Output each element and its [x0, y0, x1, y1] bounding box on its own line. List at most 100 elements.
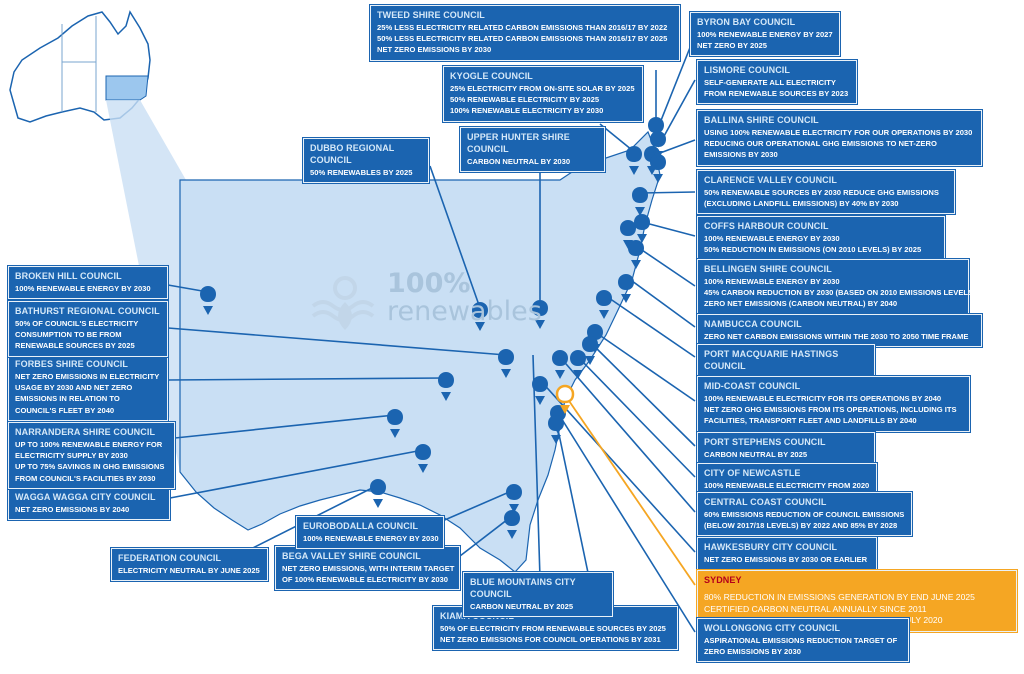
council-box-broken-hill: BROKEN HILL COUNCIL 100% RENEWABLE ENERG…	[8, 266, 168, 300]
pin	[628, 240, 644, 256]
council-target: NET ZERO EMISSIONS FOR COUNCIL OPERATION…	[440, 635, 661, 645]
council-target: 100% RENEWABLE ENERGY BY 2030	[704, 277, 840, 286]
council-target: 50% OF COUNCIL'S ELECTRICITY	[15, 319, 139, 328]
pin	[532, 300, 548, 316]
sydney-leader	[564, 394, 696, 586]
council-title: FEDERATION COUNCIL	[118, 553, 222, 563]
council-target: 100% RENEWABLE ENERGY BY 2027	[697, 30, 833, 39]
council-title: EUROBODALLA COUNCIL	[303, 521, 419, 531]
logo-text-renewables: renewables	[387, 296, 542, 327]
council-target: NET ZERO EMISSIONS IN ELECTRICITY	[15, 372, 160, 381]
council-title: BELLINGEN SHIRE COUNCIL	[704, 264, 832, 274]
council-target: (EXCLUDING LANDFILL EMISSIONS) BY 40% BY…	[704, 199, 899, 209]
council-box-kyogle: KYOGLE COUNCIL 25% ELECTRICITY FROM ON-S…	[443, 66, 643, 122]
logo-sun-wave-icon	[311, 276, 375, 330]
pin	[415, 444, 431, 460]
pin	[506, 484, 522, 500]
council-target: NET ZERO GHG EMISSIONS FROM ITS OPERATIO…	[704, 405, 957, 415]
council-target: 50% LESS ELECTRICITY RELATED CARBON EMIS…	[377, 34, 668, 44]
council-title: UPPER HUNTER SHIRE COUNCIL	[467, 132, 570, 154]
pin	[596, 290, 612, 306]
council-title: COFFS HARBOUR COUNCIL	[704, 221, 829, 231]
council-target: 100% RENEWABLE ENERGY BY 2030	[303, 534, 439, 543]
council-target: 100% RENEWABLE ELECTRICITY BY 2030	[450, 106, 604, 116]
council-target: 50% REDUCTION IN EMISSIONS (ON 2010 LEVE…	[704, 245, 922, 255]
council-target: NET ZERO EMISSIONS BY 2030 OR EARLIER	[704, 555, 868, 564]
city-target: 80% REDUCTION IN EMISSIONS GENERATION BY…	[704, 592, 975, 602]
council-target: 25% LESS ELECTRICITY RELATED CARBON EMIS…	[377, 23, 668, 32]
city-target: CERTIFIED CARBON NEUTRAL ANNUALLY SINCE …	[704, 603, 927, 614]
renewables-logo: 100% renewables	[305, 268, 542, 337]
council-target: FROM RENEWABLE SOURCES BY 2023	[704, 89, 849, 99]
council-title: PORT MACQUARIE HASTINGS COUNCIL	[704, 349, 839, 371]
council-target: NET ZERO EMISSIONS BY 2040	[15, 505, 130, 514]
council-box-wollongong: WOLLONGONG CITY COUNCIL ASPIRATIONAL EMI…	[697, 618, 909, 663]
pin	[620, 220, 636, 236]
council-title: TWEED SHIRE COUNCIL	[377, 10, 485, 20]
council-target: RENEWABLE SOURCES BY 2025	[15, 341, 135, 351]
council-title: WAGGA WAGGA CITY COUNCIL	[15, 492, 156, 502]
council-title: HAWKESBURY CITY COUNCIL	[704, 542, 838, 552]
pin	[438, 372, 454, 388]
council-target: NET ZERO BY 2025	[697, 41, 767, 51]
pin	[634, 214, 650, 230]
council-title: PORT STEPHENS COUNCIL	[704, 437, 826, 447]
council-box-hawkesbury: HAWKESBURY CITY COUNCIL NET ZERO EMISSIO…	[697, 537, 877, 571]
council-title: CITY OF NEWCASTLE	[704, 468, 801, 478]
council-box-ballina: BALLINA SHIRE COUNCIL USING 100% RENEWAB…	[697, 110, 982, 166]
nsw-highlight	[105, 75, 149, 101]
council-box-eurobodalla: EUROBODALLA COUNCIL 100% RENEWABLE ENERG…	[296, 516, 444, 550]
council-target: USING 100% RENEWABLE ELECTRICITY FOR OUR…	[704, 128, 973, 137]
council-target: CONSUMPTION TO BE FROM	[15, 330, 122, 340]
sydney-pin	[555, 384, 575, 414]
council-box-mid-coast: MID-COAST COUNCIL 100% RENEWABLE ELECTRI…	[697, 376, 970, 432]
council-title: NAMBUCCA COUNCIL	[704, 319, 802, 329]
logo-text-100: 100%	[387, 268, 471, 299]
council-title: BLUE MOUNTAINS CITY COUNCIL	[470, 577, 576, 599]
council-target: 50% RENEWABLE SOURCES BY 2030 REDUCE GHG…	[704, 188, 939, 197]
australia-state-borders	[61, 16, 148, 112]
pin	[472, 302, 488, 318]
council-box-upper-hunter: UPPER HUNTER SHIRE COUNCIL CARBON NEUTRA…	[460, 127, 605, 173]
council-target: NET ZERO EMISSIONS, WITH INTERIM TARGET	[282, 564, 455, 573]
council-box-blue-mountains: BLUE MOUNTAINS CITY COUNCIL CARBON NEUTR…	[463, 572, 613, 618]
council-target: 50% RENEWABLES BY 2025	[310, 168, 413, 177]
council-target: 50% OF ELECTRICITY FROM RENEWABLE SOURCE…	[440, 624, 666, 633]
council-box-tweed: TWEED SHIRE COUNCIL 25% LESS ELECTRICITY…	[370, 5, 680, 61]
council-box-bega: BEGA VALLEY SHIRE COUNCIL NET ZERO EMISS…	[275, 546, 460, 591]
pin	[648, 117, 664, 133]
pin	[532, 376, 548, 392]
council-title: BALLINA SHIRE COUNCIL	[704, 115, 819, 125]
council-target: UP TO 75% SAVINGS IN GHG EMISSIONS	[15, 462, 165, 472]
pin	[552, 350, 568, 366]
council-target: 25% ELECTRICITY FROM ON-SITE SOLAR BY 20…	[450, 84, 635, 93]
council-title: BYRON BAY COUNCIL	[697, 17, 796, 27]
council-box-newcastle: CITY OF NEWCASTLE 100% RENEWABLE ELECTRI…	[697, 463, 877, 497]
council-target: 45% CARBON REDUCTION BY 2030 (BASED ON 2…	[704, 288, 976, 298]
council-box-coffs: COFFS HARBOUR COUNCIL 100% RENEWABLE ENE…	[697, 216, 945, 261]
council-title: BROKEN HILL COUNCIL	[15, 271, 122, 281]
council-box-lismore: LISMORE COUNCIL SELF-GENERATE ALL ELECTR…	[697, 60, 857, 105]
pin	[370, 479, 386, 495]
council-target: ZERO NET EMISSIONS (CARBON NEUTRAL) BY 2…	[704, 299, 898, 309]
pin	[387, 409, 403, 425]
pin	[632, 187, 648, 203]
council-box-narrandera: NARRANDERA SHIRE COUNCIL UP TO 100% RENE…	[8, 422, 175, 489]
council-target: ELECTRICITY NEUTRAL BY JUNE 2025	[118, 566, 260, 575]
council-title: BATHURST REGIONAL COUNCIL	[15, 306, 160, 316]
council-target: 100% RENEWABLE ENERGY BY 2030	[15, 284, 151, 293]
council-box-forbes: FORBES SHIRE COUNCIL NET ZERO EMISSIONS …	[8, 354, 168, 421]
council-target: FROM COUNCIL'S FACILITIES BY 2030	[15, 473, 156, 483]
council-title: CLARENCE VALLEY COUNCIL	[704, 175, 837, 185]
pin-heads	[203, 137, 663, 539]
council-target: COUNCIL'S FLEET BY 2040	[15, 405, 115, 415]
council-title: FORBES SHIRE COUNCIL	[15, 359, 129, 369]
council-title: KYOGLE COUNCIL	[450, 71, 533, 81]
council-target: USAGE BY 2030 AND NET ZERO	[15, 383, 133, 393]
council-box-byron: BYRON BAY COUNCIL 100% RENEWABLE ENERGY …	[690, 12, 840, 57]
council-target: UP TO 100% RENEWABLE ENERGY FOR	[15, 440, 163, 449]
nsw-state-shape	[179, 130, 661, 573]
council-title: LISMORE COUNCIL	[704, 65, 790, 75]
council-target: 60% EMISSIONS REDUCTION OF COUNCIL EMISS…	[704, 510, 905, 519]
pin	[200, 286, 216, 302]
